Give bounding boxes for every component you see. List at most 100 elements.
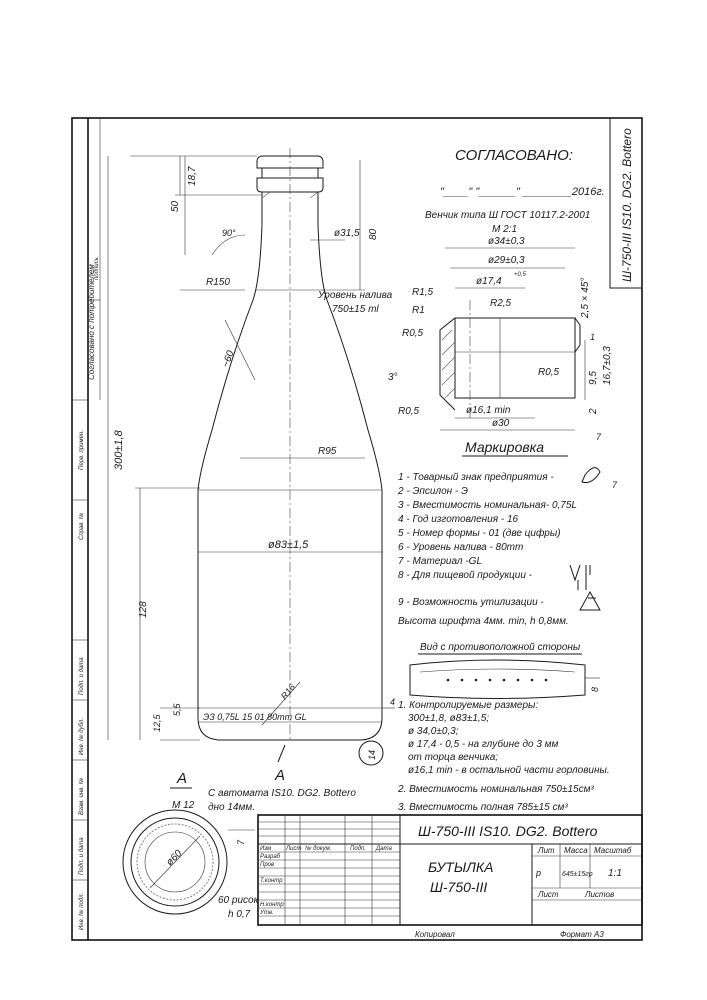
tb-copied: Копировал [415, 930, 455, 939]
vertical-title-box [609, 117, 643, 289]
dim-r16: R16 [279, 682, 297, 701]
strip-inv-orig: Инв. № подл. [78, 893, 85, 930]
vertical-title: Ш-750-III IS10. DG2. Bottero [620, 128, 634, 282]
dim-h2: 2 [588, 408, 599, 415]
marking-title: Маркировка [465, 439, 544, 455]
note-1d: от торца венчика; [408, 752, 498, 763]
marking-item-7: 7 - Материал -GL [398, 556, 482, 567]
dim-angle-3: 3° [388, 372, 398, 383]
marking-item-3: 3 - Вместимость номинальная- 0,75L [398, 500, 577, 511]
tb-sheets: Листов [584, 890, 614, 899]
tb-format: Формат А3 [560, 930, 604, 939]
strip-inv-sub: Взам. инв. № [78, 777, 85, 815]
dim-d30: ø30 [492, 418, 510, 429]
finish-scale: М 2:1 [492, 224, 517, 235]
dim-128: 128 [138, 601, 149, 618]
dim-d16-1: ø16,1 min [466, 405, 511, 416]
tb-lit-value: р [535, 868, 541, 878]
food-glass-fork-icon [569, 564, 591, 590]
finish-section: ø34±0,3 ø29±0,3 ø17,4 +0,5 R1,5 R1 R2,5 … [388, 236, 613, 431]
dim-h9-5: 9,5 [588, 371, 599, 385]
note-1c: ø 17,4 - 0,5 - на глубине до 3 мм [408, 738, 559, 750]
strip-signature: подпись [94, 257, 100, 280]
callout-14: 14 [367, 750, 377, 760]
tb-scale-value: 1:1 [608, 868, 622, 879]
tb-designation: Ш-750-III IS10. DG2. Bottero [418, 823, 598, 839]
dim-chamfer: 2,5 × 45° [580, 278, 591, 319]
strip-inv-dup: Инв. № дубл. [78, 718, 85, 755]
note-1a: 300±1,8, ø83±1,5; [408, 713, 489, 724]
view-a-depth: h 0,7 [228, 909, 251, 920]
opposite-dim-8: 8 [590, 687, 600, 692]
strip-sig-date-2: Подп. и дата [79, 837, 85, 875]
opposite-view-title: Вид с противоположной стороны [420, 642, 581, 653]
opposite-view-dots [446, 678, 548, 682]
marking-list: Маркировка 7 7 1 - Товарный знак предпри… [397, 432, 618, 627]
dim-d17: ø17,4 [476, 276, 502, 287]
notes: 1. Контролируемые размеры: 300±1,8, ø83±… [397, 700, 610, 813]
note-3: 3. Вместимость полная 785±15 см³ [398, 802, 568, 813]
view-a-d60: ø60 [164, 848, 184, 868]
recycle-icon [579, 590, 601, 611]
dim-r0-5b: R0,5 [538, 367, 560, 378]
marking-item-2: 2 - Эпсилон - Э [397, 486, 468, 497]
approval-date: "____" "______" ________2016г. [440, 186, 605, 198]
dim-h16-7: 16,7±0,3 [602, 346, 613, 385]
dim-r0-5a: R0,5 [402, 328, 424, 339]
tb-row-prov: Пров [260, 862, 274, 868]
dim-5-5: 5,5 [172, 702, 182, 716]
view-a-label-2: A [274, 767, 285, 784]
view-a-outer-circle [122, 809, 228, 915]
fill-level-label: Уровень налива [317, 290, 393, 301]
tb-row-razrab: Разраб [260, 854, 281, 860]
view-a-dim-7: 7 [236, 839, 246, 845]
bottle-drawing [197, 148, 383, 741]
fill-level-value: 750±15 ml [332, 304, 379, 315]
strip-ref-no: Справ. № [78, 512, 85, 540]
note-1b: ø 34,0±0,3; [408, 726, 459, 737]
tb-header-date: Дата [375, 846, 392, 852]
note-1e: ø16,1 min - в остальной части горловины. [408, 765, 610, 776]
tb-mass-value: 645±15гр [562, 871, 593, 878]
dim-d29: ø29±0,3 [488, 255, 525, 266]
bottle-marking: ЭЗ 0,75L 15 01 80mm GL [203, 712, 307, 722]
marking-item-6: 6 - Уровень налива - 80mm [398, 542, 523, 553]
dim-body-diameter: ø83±1,5 [268, 539, 309, 551]
marking-item-4: 4 - Год изготовления - 16 [398, 514, 519, 525]
dim-80: 80 [368, 228, 379, 240]
strip-sig-date-1: Подп. и дата [79, 657, 85, 695]
dim-7a: 7 [596, 432, 602, 442]
dim-7b: 7 [612, 480, 618, 490]
view-a-scale: М 12 [172, 800, 195, 811]
dim-d17-tol: +0,5 [514, 272, 527, 278]
marking-item-8: 8 - Для пищевой продукции - [398, 570, 533, 581]
tb-name-2: Ш-750-III [430, 879, 487, 895]
left-strip: Согласовано с потребителем подпись Перв.… [72, 118, 101, 930]
dim-50: 50 [170, 200, 181, 212]
dim-12-5: 12,5 [152, 713, 162, 732]
bottle-dimensions: 18,7 50 80 90° ø31,5 R150 Уровень налива… [107, 155, 395, 766]
approval-title: СОГЛАСОВАНО: [455, 147, 573, 164]
trademark-swan-icon [581, 467, 601, 483]
tb-mass: Масса [564, 846, 588, 855]
tb-lit: Лит [537, 846, 555, 855]
view-a-machine: С автомата IS10. DG2. Bottero [208, 788, 356, 799]
title-block: Ш-750-III IS10. DG2. Bottero Изм Лист № … [257, 814, 643, 939]
tb-row-nkontr: Н.контр [260, 902, 284, 908]
dim-r2-5: R2,5 [490, 298, 512, 309]
strip-first-use: Перв. примен. [79, 430, 85, 470]
note-1: 1. Контролируемые размеры: [398, 700, 538, 711]
dim-h1: 1 [590, 332, 595, 342]
dim-height: 300±1,8 [113, 429, 125, 470]
tb-row-tkontr: Т.контр [260, 878, 283, 884]
marking-font-height: Высота шрифта 4мм. min, h 0,8мм. [398, 615, 569, 627]
dim-4: 4 [390, 697, 395, 707]
marking-item-1: 1 - Товарный знак предприятия - [398, 472, 554, 483]
tb-header-izm: Изм [260, 846, 271, 852]
dim-r150: R150 [206, 277, 230, 288]
dim-d34: ø34±0,3 [488, 236, 525, 247]
sheet-frame [71, 117, 643, 941]
dim-r0-5c: R0,5 [398, 406, 420, 417]
dim-r95: R95 [318, 446, 337, 457]
tb-header-sign: Подп. [350, 846, 366, 852]
